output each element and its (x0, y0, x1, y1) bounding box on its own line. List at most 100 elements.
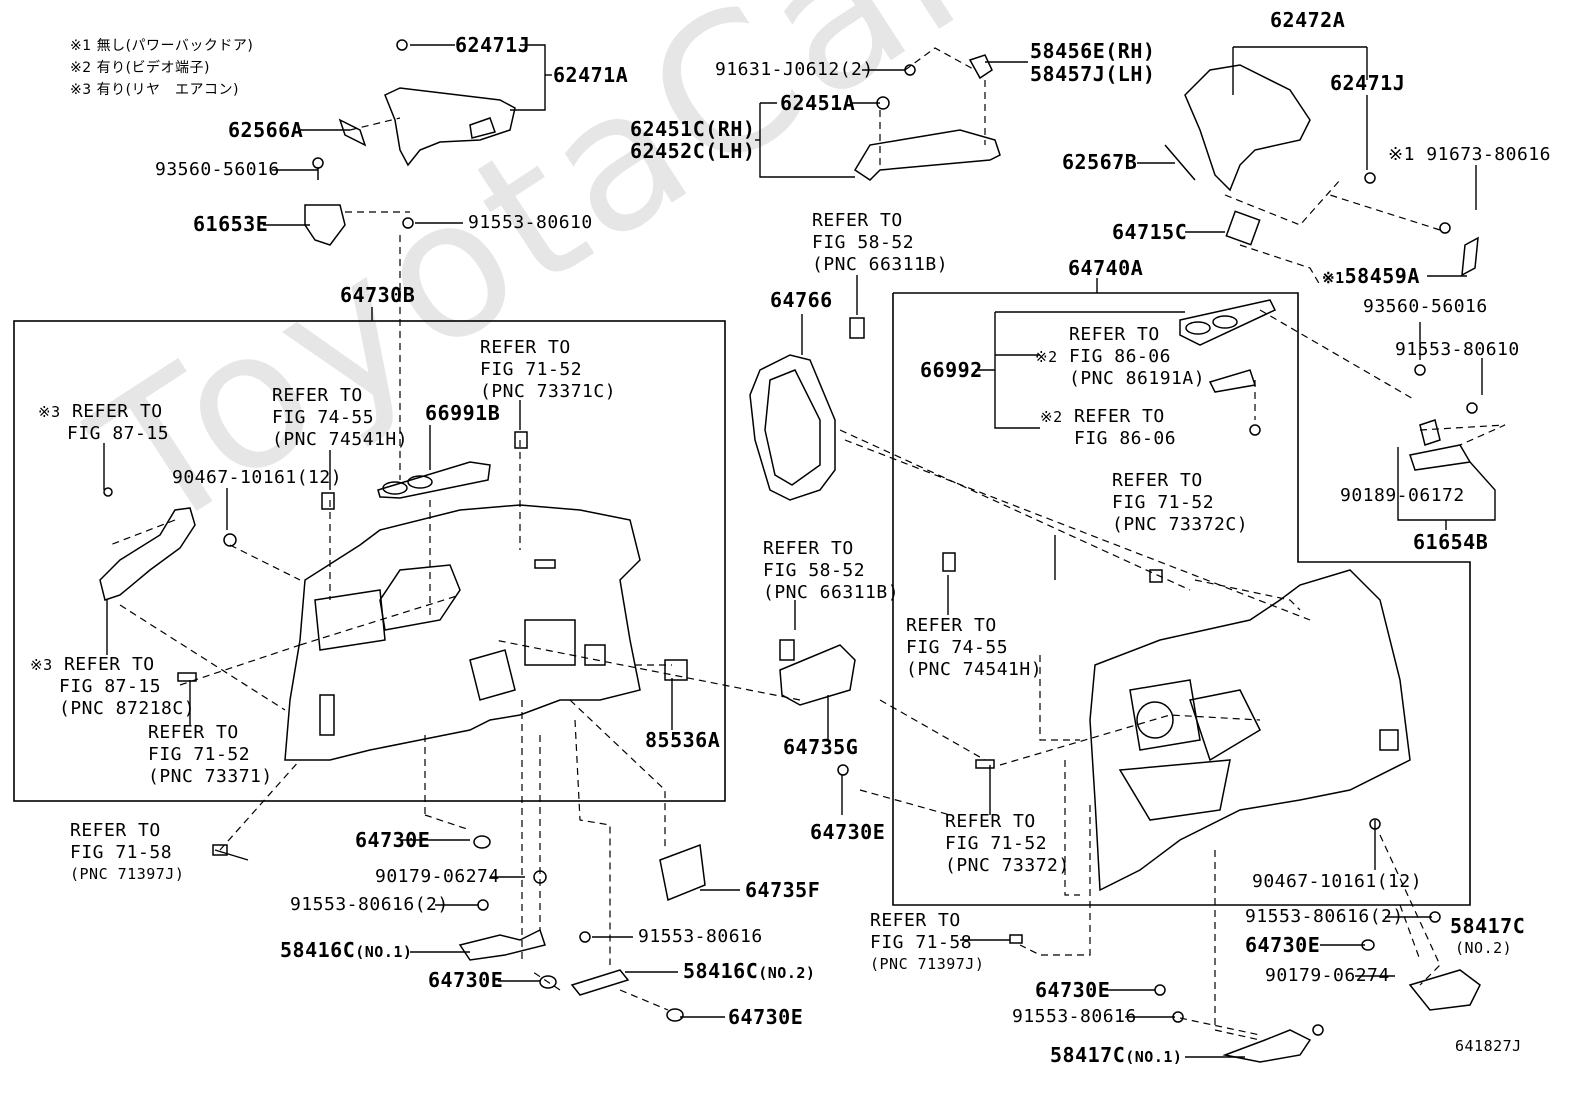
part-64766-shape (749, 354, 836, 501)
label-91631-J0612[interactable]: 91631-J0612(2) (715, 59, 874, 80)
ref-line: FIG 71-58 (870, 932, 973, 953)
note-1: ※1 無し(パワーバックドア) (70, 38, 254, 54)
label-91553-80616-a[interactable]: 91553-80616 (638, 926, 763, 947)
label-91673-80616-text: 91673-80616 (1426, 144, 1551, 165)
ref-line: FIG 71-52 (148, 744, 251, 765)
part-58417C-no1-shape (1222, 1029, 1312, 1063)
ref-fig-71-52-left[interactable]: REFER TO FIG 71-52 (PNC 73371) (148, 722, 273, 788)
label-62567B[interactable]: 62567B (1062, 150, 1138, 174)
ref-line: (PNC 73371) (148, 766, 273, 787)
label-91553-80610-b[interactable]: 91553-80610 (1395, 339, 1520, 360)
ref-line: FIG 86-06 (1074, 428, 1177, 449)
ref-fig-74-55-right[interactable]: REFER TO FIG 74-55 (PNC 74541H) (906, 615, 1042, 681)
ref-fig-71-52-right[interactable]: REFER TO FIG 71-52 (PNC 73372C) (1112, 470, 1248, 536)
ref-line: FIG 71-52 (1112, 492, 1215, 513)
ref-fig-86-06-b[interactable]: REFER TO ※2 FIG 86-06 (1040, 406, 1176, 450)
label-62452C[interactable]: 62452C(LH) (630, 139, 756, 163)
label-64735F[interactable]: 64735F (745, 878, 821, 902)
ref-line: (PNC 86191A) (1069, 368, 1206, 389)
label-62451C[interactable]: 62451C(RH) (630, 117, 756, 141)
part-62472A-shape (1184, 64, 1311, 192)
marker-3: ※3 (30, 656, 53, 674)
label-58459A[interactable]: ※158459A (1322, 266, 1420, 288)
label-64730E-d[interactable]: 64730E (1245, 933, 1321, 957)
ref-fig-86-06-a[interactable]: REFER TO ※2 FIG 86-06 (PNC 86191A) (1035, 324, 1205, 390)
label-62471A[interactable]: 62471A (553, 63, 629, 87)
label-64735G[interactable]: 64735G (783, 735, 859, 759)
ref-fig-71-58-left[interactable]: REFER TO FIG 71-58 (PNC 71397J) (70, 820, 184, 884)
label-90467-10161-a[interactable]: 90467-10161(12) (172, 467, 343, 488)
ref-fig-71-52-bottom[interactable]: REFER TO FIG 71-52 (PNC 73372) (945, 811, 1070, 877)
label-64730E-mid[interactable]: 64730E (810, 820, 886, 844)
marker-1: ※1 (1388, 144, 1415, 165)
part-58417C-no2-shape (1408, 969, 1481, 1011)
part-87218C-shape (99, 507, 196, 601)
group-box-64740A (892, 292, 1471, 906)
label-62471J-b[interactable]: 62471J (1330, 71, 1406, 95)
ref-line: FIG 58-52 (812, 232, 915, 253)
label-64766[interactable]: 64766 (770, 288, 833, 312)
label-64730B[interactable]: 64730B (340, 283, 416, 307)
label-64715C[interactable]: 64715C (1112, 220, 1188, 244)
label-90179-06274-b[interactable]: 90179-06274 (1265, 965, 1390, 986)
marker-3: ※3 (38, 403, 61, 421)
label-90467-10161-b[interactable]: 90467-10161(12) (1252, 871, 1423, 892)
leader-lines (103, 44, 1496, 1058)
ref-fig-71-52-top[interactable]: REFER TO FIG 71-52 (PNC 73371C) (480, 337, 616, 403)
label-61653E[interactable]: 61653E (193, 212, 269, 236)
ref-line: (PNC 73371C) (480, 381, 617, 402)
ref-line: REFER TO (63, 654, 155, 675)
label-66991B[interactable]: 66991B (425, 401, 501, 425)
marker-2: ※2 (1035, 348, 1058, 366)
ref-fig-58-52-mid[interactable]: REFER TO FIG 58-52 (PNC 66311B) (763, 538, 899, 604)
label-64730E-a[interactable]: 64730E (355, 828, 431, 852)
label-58416C-no1[interactable]: 58416C(NO.1) (280, 940, 412, 962)
label-85536A[interactable]: 85536A (645, 728, 721, 752)
label-62451A[interactable]: 62451A (780, 91, 856, 115)
label-93560-56016-a[interactable]: 93560-56016 (155, 159, 280, 180)
ref-line: (PNC 66311B) (763, 582, 900, 603)
label-58416C-no2-suffix: (NO.2) (758, 964, 816, 982)
label-64730E-b[interactable]: 64730E (428, 968, 504, 992)
label-58417C-no2[interactable]: 58417C (1450, 914, 1526, 938)
label-58416C-no1-text: 58416C (280, 938, 356, 962)
label-62566A[interactable]: 62566A (228, 118, 304, 142)
label-58417C-no1[interactable]: 58417C(NO.1) (1050, 1045, 1182, 1067)
label-64730E-c[interactable]: 64730E (728, 1005, 804, 1029)
ref-line: REFER TO (148, 722, 239, 743)
label-58417C-no1-text: 58417C (1050, 1043, 1126, 1067)
ref-fig-71-58-right[interactable]: REFER TO FIG 71-58 (PNC 71397J) (870, 910, 984, 974)
label-61654B[interactable]: 61654B (1413, 530, 1489, 554)
label-62472A[interactable]: 62472A (1270, 8, 1346, 32)
label-64730E-e[interactable]: 64730E (1035, 978, 1111, 1002)
label-90189-06172[interactable]: 90189-06172 (1340, 485, 1465, 506)
label-62471J-a[interactable]: 62471J (455, 33, 531, 57)
part-62451C-shape (853, 129, 1001, 181)
label-58456E[interactable]: 58456E(RH) (1030, 39, 1156, 63)
label-93560-56016-b[interactable]: 93560-56016 (1363, 296, 1488, 317)
label-91673-80616[interactable]: ※1 91673-80616 (1388, 145, 1551, 165)
label-58457J[interactable]: 58457J(LH) (1030, 62, 1156, 86)
ref-line: FIG 71-52 (480, 359, 583, 380)
label-91553-80610-a[interactable]: 91553-80610 (468, 212, 593, 233)
part-64735G-shape (779, 644, 856, 706)
part-62471A-shape (384, 87, 516, 167)
label-91553-80616-2b[interactable]: 91553-80616(2) (1245, 906, 1404, 927)
ref-line: REFER TO (1069, 324, 1160, 345)
ref-fig-87-15-a[interactable]: ※3 REFER TO FIG 87-15 (38, 401, 169, 445)
part-64740A-shape (1089, 569, 1411, 892)
label-64740A[interactable]: 64740A (1068, 256, 1144, 280)
label-66992[interactable]: 66992 (920, 358, 983, 382)
ref-fig-87-15-b[interactable]: ※3 REFER TO FIG 87-15 (PNC 87218C) (30, 654, 195, 720)
ref-fig-74-55-left[interactable]: REFER TO FIG 74-55 (PNC 74541H) (272, 385, 408, 451)
group-box-64730B (13, 320, 726, 802)
label-90179-06274-a[interactable]: 90179-06274 (375, 866, 500, 887)
part-58416C-no1-shape (458, 928, 546, 961)
ref-line: FIG 58-52 (763, 560, 866, 581)
label-91553-80616-b[interactable]: 91553-80616 (1012, 1006, 1137, 1027)
ref-line: FIG 87-15 (59, 676, 162, 697)
label-58416C-no2[interactable]: 58416C(NO.2) (683, 961, 815, 983)
part-58416C-no2-shape (570, 969, 630, 996)
ref-fig-58-52-top[interactable]: REFER TO FIG 58-52 (PNC 66311B) (812, 210, 948, 276)
label-91553-80616-2a[interactable]: 91553-80616(2) (290, 894, 449, 915)
